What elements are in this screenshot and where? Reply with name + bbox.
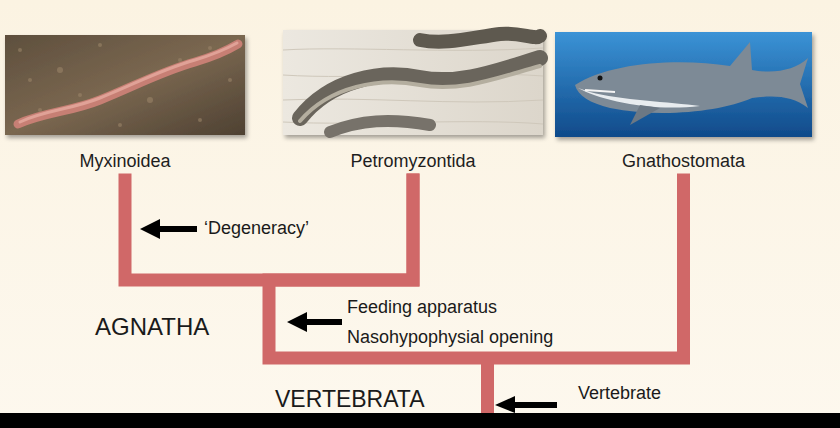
taxon-name: Petromyzontida (350, 151, 475, 172)
taxon-name: Myxinoidea (79, 151, 170, 172)
character-note: Feeding apparatus (347, 297, 497, 318)
hagfish-photo (5, 35, 245, 135)
taxon-node: Myxinoidea (5, 35, 245, 180)
bottom-bar (0, 413, 840, 428)
taxon-node: Petromyzontida (283, 30, 543, 180)
group-name: VERTEBRATA (275, 386, 425, 412)
character-note: Vertebrate (578, 383, 661, 404)
tree-branch (269, 180, 684, 358)
tree-branch (125, 180, 413, 280)
character-note: ‘Degeneracy’ (204, 218, 309, 239)
taxon-node: Gnathostomata (555, 32, 812, 180)
lamprey-photo (283, 30, 543, 135)
taxon-name: Gnathostomata (622, 151, 745, 172)
shark-photo (555, 32, 812, 137)
group-name: AGNATHA (95, 313, 209, 341)
character-note: Nasohypophysial opening (347, 327, 553, 348)
tree-stem (481, 358, 494, 418)
